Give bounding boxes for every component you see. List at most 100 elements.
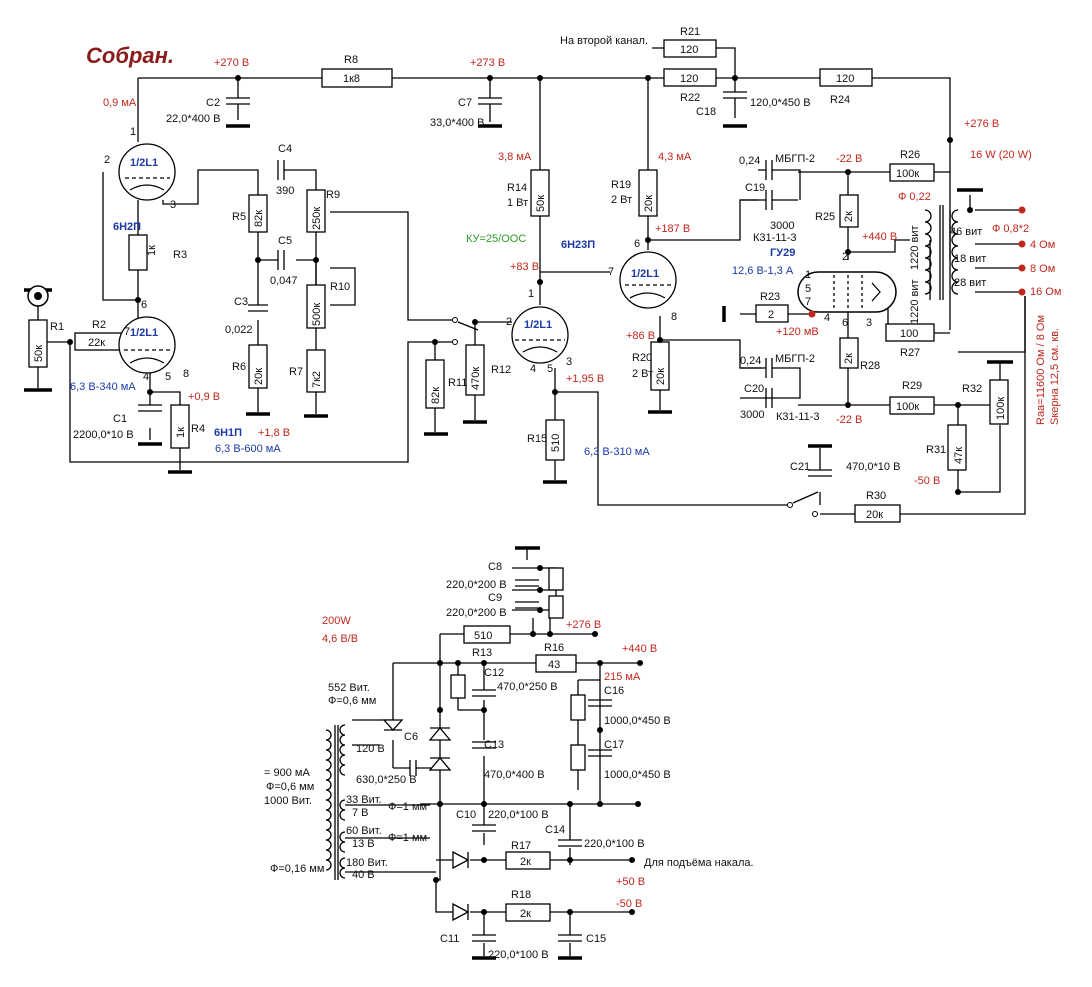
label-mv120: +120 мВ bbox=[776, 326, 819, 338]
label-c17v: 1000,0*450 В bbox=[604, 769, 671, 781]
label-c19a: 0,24 bbox=[739, 155, 760, 167]
input-jack-center bbox=[34, 292, 42, 300]
label-r4: R4 bbox=[191, 423, 205, 435]
label-vm22b: -22 В bbox=[836, 414, 862, 426]
r22-resistor bbox=[663, 68, 717, 87]
r16-resistor bbox=[535, 654, 577, 673]
label-c6: C6 bbox=[404, 731, 418, 743]
label-c12v: 470,0*250 В bbox=[497, 681, 558, 693]
label-vm22a: -22 В bbox=[836, 153, 862, 165]
label-r28: R28 bbox=[860, 360, 880, 372]
label-r6: R6 bbox=[232, 361, 246, 373]
r31-resistor bbox=[947, 424, 967, 471]
tube-6n23p-b-icon bbox=[619, 251, 677, 309]
r5-resistor bbox=[248, 194, 268, 233]
label-v120: 120 В bbox=[356, 743, 385, 755]
label-vm50a: -50 В bbox=[914, 475, 940, 487]
label-k31b: К31-11-3 bbox=[776, 411, 820, 423]
label-c20a: 0,24 bbox=[740, 355, 761, 367]
label-t46: 46 вит bbox=[950, 226, 982, 238]
label-c18: C18 bbox=[696, 106, 716, 118]
label-c1: C1 bbox=[113, 413, 127, 425]
label-pin8a: 8 bbox=[183, 368, 189, 380]
label-r30v: 20к bbox=[866, 509, 883, 521]
psu-resistors bbox=[450, 567, 586, 922]
label-c7: C7 bbox=[458, 97, 472, 109]
label-ma215: 215 мА bbox=[604, 671, 641, 683]
label-r22: R22 bbox=[680, 92, 700, 104]
label-f082: Ф 0,8*2 bbox=[992, 223, 1029, 235]
label-mbgp1: МБГП-2 bbox=[775, 153, 815, 165]
label-c14v: 220,0*100 В bbox=[584, 838, 645, 850]
label-gu29: ГУ29 bbox=[770, 247, 795, 259]
label-v40: 40 В bbox=[352, 869, 375, 881]
psu-balance-resistor-d bbox=[548, 595, 564, 619]
label-core: Sкерна 12,5 см. кв. bbox=[1049, 328, 1061, 425]
label-pin2a: 2 bbox=[104, 154, 110, 166]
switches bbox=[452, 317, 819, 517]
label-c20: C20 bbox=[744, 383, 764, 395]
label-r15: R15 bbox=[527, 433, 547, 445]
r27-resistor bbox=[885, 323, 935, 342]
label-h6600: 6,3 В-600 мА bbox=[215, 443, 281, 455]
label-v195: +1,95 В bbox=[566, 373, 604, 385]
label-c13v: 470,0*400 В bbox=[484, 769, 545, 781]
label-pin5a: 5 bbox=[165, 371, 171, 383]
label-h6340: 6,3 В-340 мА bbox=[70, 381, 136, 393]
tubes bbox=[118, 143, 897, 374]
psu-capacitors bbox=[409, 579, 612, 942]
label-tube-a: 1/2L1 bbox=[130, 157, 158, 169]
label-t552: 552 Вит. bbox=[328, 682, 370, 694]
label-c19: C19 bbox=[745, 182, 765, 194]
r10-resistor bbox=[306, 284, 326, 329]
label-c12: C12 bbox=[484, 667, 504, 679]
label-pin3a: 3 bbox=[170, 199, 176, 211]
label-r22v: 120 bbox=[680, 73, 698, 85]
label-c14: C14 bbox=[545, 824, 565, 836]
label-pin6c: 6 bbox=[842, 317, 848, 329]
label-r32: R32 bbox=[962, 383, 982, 395]
label-i900: = 900 мА bbox=[264, 767, 310, 779]
label-r19v: 20к bbox=[643, 195, 655, 212]
label-tube-d: 1/2L1 bbox=[631, 268, 659, 280]
label-6n2p: 6Н2П bbox=[113, 221, 141, 233]
label-t1220b: 1220 вит bbox=[909, 279, 921, 324]
label-pin7a: 7 bbox=[124, 326, 130, 338]
label-v13: 13 В bbox=[352, 838, 375, 850]
label-pin8b: 8 bbox=[671, 311, 677, 323]
r7-resistor bbox=[306, 349, 326, 393]
r15-resistor bbox=[545, 419, 565, 461]
output-transformer-icon bbox=[924, 205, 959, 300]
label-6n1p: 6Н1П bbox=[214, 427, 242, 439]
r6-resistor bbox=[248, 344, 268, 389]
label-r4v: 1к bbox=[175, 427, 187, 438]
label-ma09: 0,9 мА bbox=[103, 97, 137, 109]
label-r18: R18 bbox=[511, 889, 531, 901]
r17-resistor bbox=[505, 851, 551, 870]
label-r5v: 82к bbox=[253, 210, 265, 227]
label-r8: R8 bbox=[344, 54, 358, 66]
psu-bleeder-resistor bbox=[450, 674, 466, 699]
label-r20v: 20к bbox=[655, 368, 667, 385]
r8-resistor bbox=[321, 68, 393, 88]
label-c18v: 120,0*450 В bbox=[750, 97, 811, 109]
label-r25v: 2к bbox=[843, 211, 855, 222]
label-v276b: +276 В bbox=[566, 619, 601, 631]
switch-contact-a bbox=[452, 317, 458, 323]
switch-contact-c bbox=[787, 502, 793, 508]
r29-resistor bbox=[889, 396, 935, 415]
label-vpt: 4,6 В/В bbox=[322, 633, 358, 645]
label-c8: C8 bbox=[488, 561, 502, 573]
label-v273: +273 В bbox=[470, 57, 505, 69]
label-c2: C2 bbox=[206, 97, 220, 109]
r23-resistor bbox=[755, 304, 789, 323]
label-heat: Для подъёма накала. bbox=[644, 857, 754, 869]
label-pin7c: 7 bbox=[805, 296, 811, 308]
label-v440: +440 В bbox=[862, 231, 897, 243]
label-r10: R10 bbox=[330, 281, 350, 293]
r3-resistor bbox=[128, 234, 148, 271]
label-r1: R1 bbox=[50, 321, 64, 333]
label-f016: Ф=0,16 мм bbox=[270, 863, 324, 875]
label-r13: R13 bbox=[472, 647, 492, 659]
r1-resistor bbox=[28, 319, 48, 368]
